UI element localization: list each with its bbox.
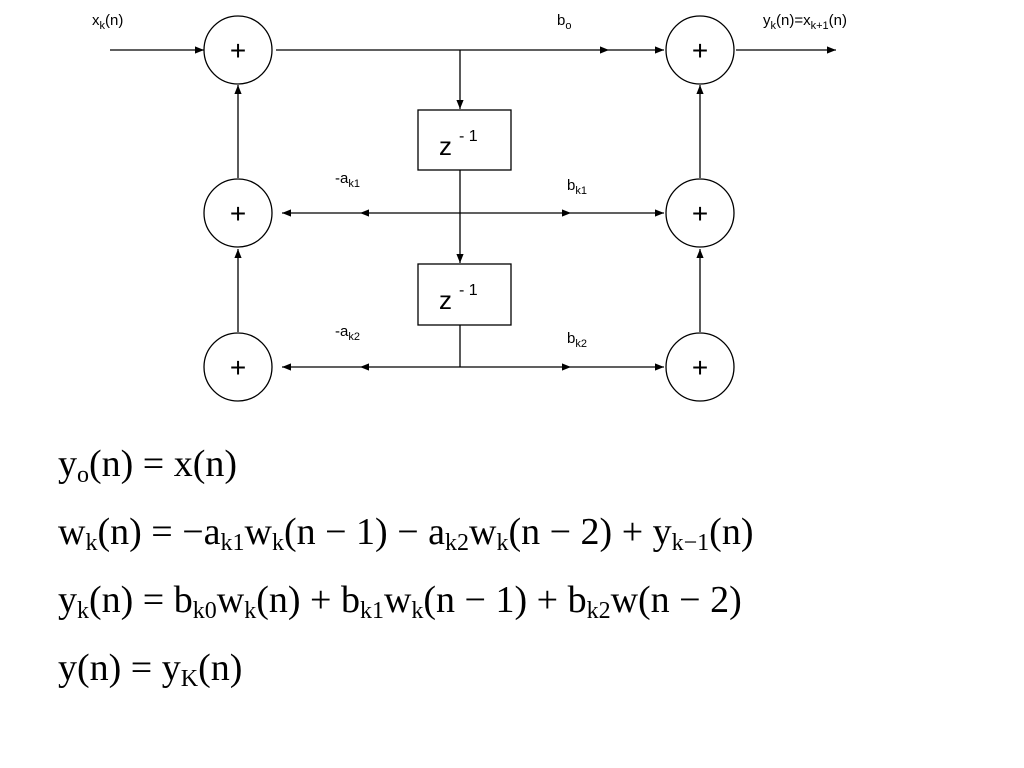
adder-plus-symbol: +: [692, 35, 708, 66]
b0-label: bo: [557, 12, 571, 32]
filter-block-diagram: + + + + + + z- 1 z- 1 xk(n) yk(n)=xk+1(n…: [92, 12, 847, 402]
adder-right-bottom: [665, 332, 735, 402]
adder-plus-symbol: +: [692, 352, 708, 383]
delay-block-1: [417, 109, 512, 171]
adder-plus-symbol: +: [692, 198, 708, 229]
input-label: xk(n): [92, 12, 123, 32]
a1-label: -ak1: [335, 170, 360, 190]
equation-wk: wk(n) = −ak1wk(n − 1) − ak2wk(n − 2) + y…: [58, 511, 754, 556]
adder-right-top: [665, 15, 735, 85]
output-label: yk(n)=xk+1(n): [763, 12, 847, 32]
signal-lines: [110, 46, 836, 371]
adder-left-mid: [203, 178, 273, 248]
equation-y0: yo(n) = x(n): [58, 443, 238, 488]
delay-block-2: [417, 263, 512, 326]
b2-label: bk2: [567, 330, 587, 350]
equation-y-output: y(n) = yK(n): [58, 647, 243, 692]
equation-yk: yk(n) = bk0wk(n) + bk1wk(n − 1) + bk2w(n…: [58, 579, 742, 624]
adder-left-top: [203, 15, 273, 85]
adder-right-mid: [665, 178, 735, 248]
adder-plus-symbol: +: [230, 198, 246, 229]
adder-plus-symbol: +: [230, 35, 246, 66]
delay-1-label: z- 1: [439, 128, 478, 161]
b1-label: bk1: [567, 177, 587, 197]
delay-2-label: z- 1: [439, 282, 478, 315]
a2-label: -ak2: [335, 323, 360, 343]
adder-plus-symbol: +: [230, 352, 246, 383]
adder-left-bottom: [203, 332, 273, 402]
